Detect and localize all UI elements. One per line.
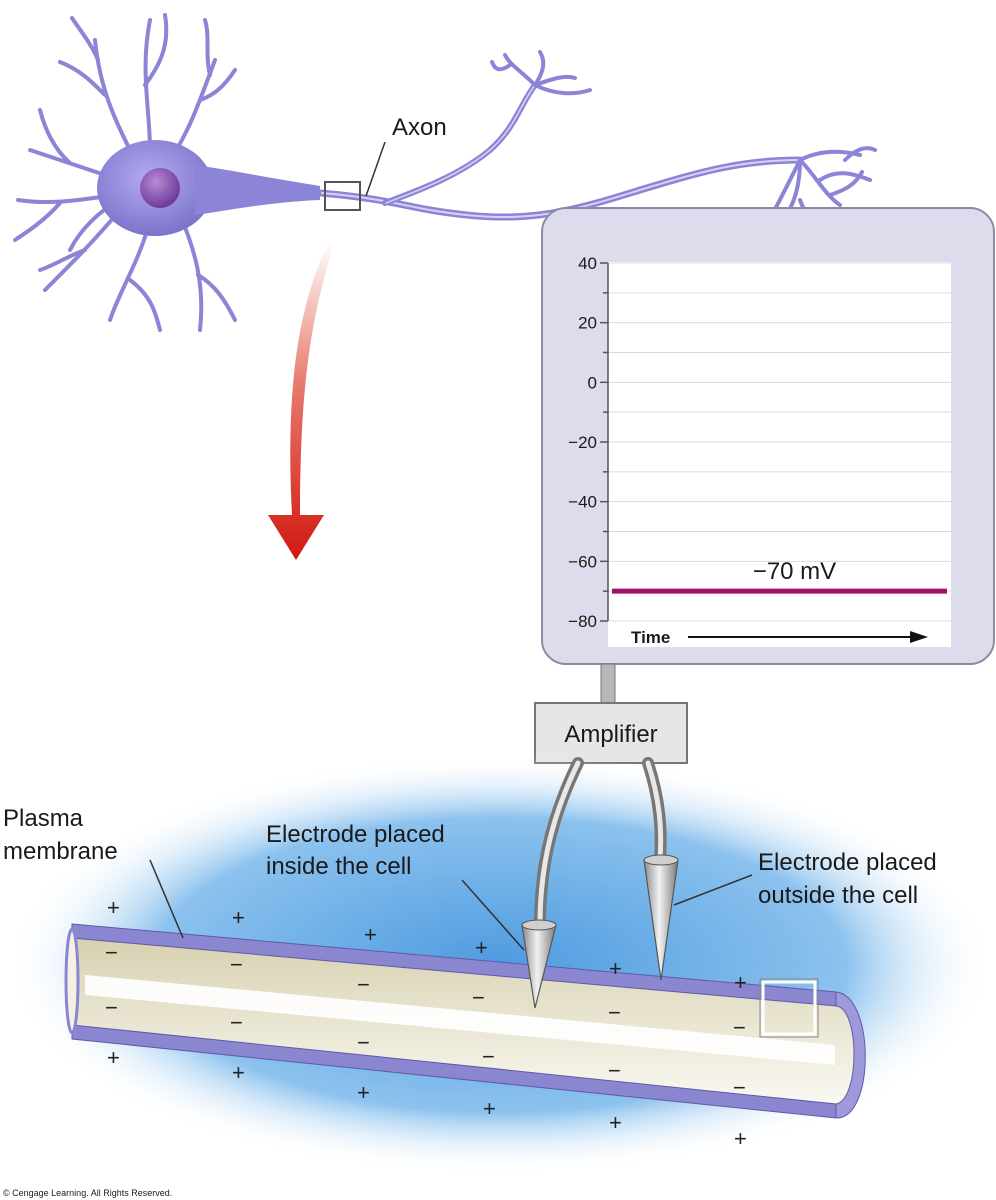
monitor-cable xyxy=(600,663,616,705)
plasma-membrane-label-line1: Plasma xyxy=(3,805,84,832)
outside-positive-charge: + xyxy=(364,922,377,947)
electrode-inside-label-line2: inside the cell xyxy=(266,853,411,880)
inside-negative-charge: − xyxy=(608,1000,621,1025)
amplifier: Amplifier xyxy=(534,702,688,764)
plot-area xyxy=(608,262,951,647)
axon-hillock xyxy=(195,165,320,215)
oscilloscope: 40 20 0 −20 −40 −60 −80 −70 mV Time xyxy=(541,207,995,665)
electrode-outside xyxy=(643,854,679,981)
outside-positive-charge: + xyxy=(609,1110,622,1135)
inside-negative-charge: − xyxy=(230,952,243,977)
axon-lumen-highlight xyxy=(85,975,835,1065)
y-tick-label: −20 xyxy=(568,433,597,452)
credit-text: © Cengage Learning. All Rights Reserved. xyxy=(3,1188,172,1198)
x-axis-label: Time xyxy=(631,628,670,647)
plasma-membrane-label-line2: membrane xyxy=(3,838,118,865)
time-arrow-head xyxy=(910,631,928,643)
inside-negative-charge: − xyxy=(105,995,118,1020)
outside-positive-charge: + xyxy=(232,905,245,930)
inside-electrode-leader xyxy=(461,879,525,951)
electrode-inside-label-line1: Electrode placed xyxy=(266,821,445,848)
amplifier-label: Amplifier xyxy=(564,721,657,748)
chart-grid xyxy=(608,262,951,622)
axon-left-opening xyxy=(64,927,80,1035)
axon-leader-line xyxy=(365,141,386,197)
neuron: Axon xyxy=(13,13,877,332)
inside-negative-charge: − xyxy=(357,1030,370,1055)
membrane-leader xyxy=(149,859,184,939)
nucleus xyxy=(140,168,180,208)
y-tick-label: 40 xyxy=(578,254,597,273)
electrode-outside-label-line1: Electrode placed xyxy=(758,849,937,876)
zoom-arrow xyxy=(268,240,334,560)
y-tick-label: 0 xyxy=(588,373,597,392)
axon-zoom-box xyxy=(324,181,361,211)
inside-negative-charge: − xyxy=(357,972,370,997)
axon-segment xyxy=(64,923,866,1119)
axon-label: Axon xyxy=(392,114,447,141)
amplifier-box xyxy=(534,702,688,764)
outside-positive-charge: + xyxy=(232,1060,245,1085)
axon-fiber xyxy=(316,82,804,221)
electrode-wires xyxy=(534,757,667,931)
electrode-outside-label-line2: outside the cell xyxy=(758,882,918,909)
inside-negative-charge: − xyxy=(733,1075,746,1100)
outside-positive-charge: + xyxy=(734,1126,747,1151)
electrode-inside xyxy=(521,919,557,1009)
outside-positive-charge: + xyxy=(734,970,747,995)
inside-negative-charge: − xyxy=(472,985,485,1010)
inside-negative-charge: − xyxy=(733,1015,746,1040)
inside-negative-charge: − xyxy=(105,940,118,965)
y-tick-label: −40 xyxy=(568,493,597,512)
outside-positive-charge: + xyxy=(357,1080,370,1105)
outside-positive-charge: + xyxy=(107,895,120,920)
y-tick-label: −80 xyxy=(568,612,597,631)
axon-end-cap xyxy=(835,991,866,1119)
outside-positive-charge: + xyxy=(483,1096,496,1121)
outside-electrode-leader xyxy=(673,874,753,906)
y-tick-label: −60 xyxy=(568,552,597,571)
outside-positive-charge: + xyxy=(475,935,488,960)
inside-negative-charge: − xyxy=(230,1010,243,1035)
membrane-zoom-box xyxy=(761,980,817,1036)
inside-negative-charge: − xyxy=(608,1058,621,1083)
inside-negative-charge: − xyxy=(482,1044,495,1069)
outside-positive-charge: + xyxy=(107,1045,120,1070)
y-axis-ticks: 40 20 0 −20 −40 −60 −80 xyxy=(568,254,609,631)
y-tick-label: 20 xyxy=(578,314,597,333)
charge-signs: + + + + + + − − − − − − − − − − − − + + … xyxy=(105,895,747,1151)
outside-positive-charge: + xyxy=(609,956,622,981)
trace-annotation: −70 mV xyxy=(753,558,836,585)
axon-terminals xyxy=(490,50,877,234)
